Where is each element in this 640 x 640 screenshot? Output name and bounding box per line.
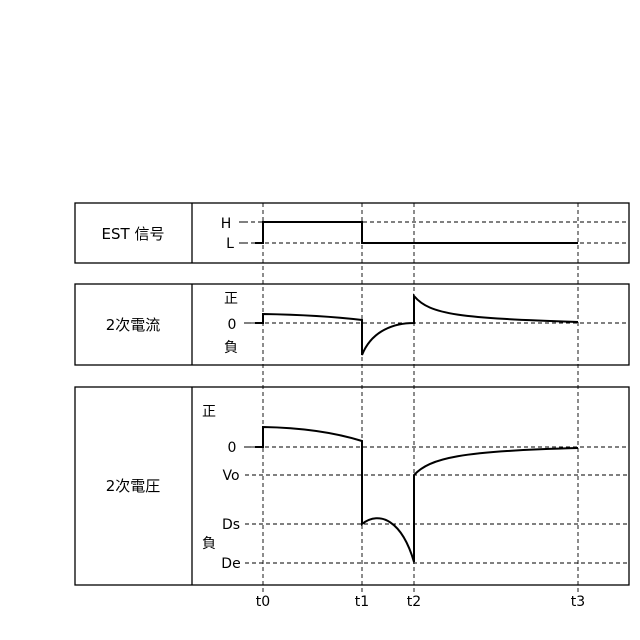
voltage-ds-label: Ds: [222, 517, 240, 533]
t1-label: t1: [355, 594, 369, 610]
level-high-label: H: [221, 216, 232, 232]
voltage-de-label: De: [221, 556, 240, 572]
secondary-voltage-panel: 2次電圧 正 0 Vo Ds 負 De: [75, 387, 629, 585]
t2-label: t2: [407, 594, 421, 610]
voltage-positive-label: 正: [202, 404, 216, 420]
t0-label: t0: [256, 594, 270, 610]
t3-label: t3: [571, 594, 585, 610]
voltage-vo-label: Vo: [222, 468, 239, 484]
voltage-negative-label: 負: [202, 536, 216, 552]
voltage-zero-label: 0: [228, 440, 237, 456]
time-marker-labels: t0 t1 t2 t3: [256, 594, 585, 610]
current-positive-label: 正: [224, 291, 238, 307]
secondary-voltage-label: 2次電圧: [106, 477, 161, 495]
est-signal-waveform: [255, 222, 578, 243]
time-marker-guides: [263, 203, 578, 594]
secondary-current-panel: 2次電流 正 0 負: [75, 284, 629, 365]
level-low-label: L: [226, 236, 234, 252]
current-negative-label: 負: [224, 340, 238, 356]
current-zero-label: 0: [228, 317, 237, 333]
est-signal-label: EST 信号: [102, 225, 165, 243]
secondary-current-waveform: [255, 296, 578, 355]
est-signal-panel: EST 信号 H L: [75, 203, 629, 263]
secondary-current-label: 2次電流: [106, 316, 161, 334]
